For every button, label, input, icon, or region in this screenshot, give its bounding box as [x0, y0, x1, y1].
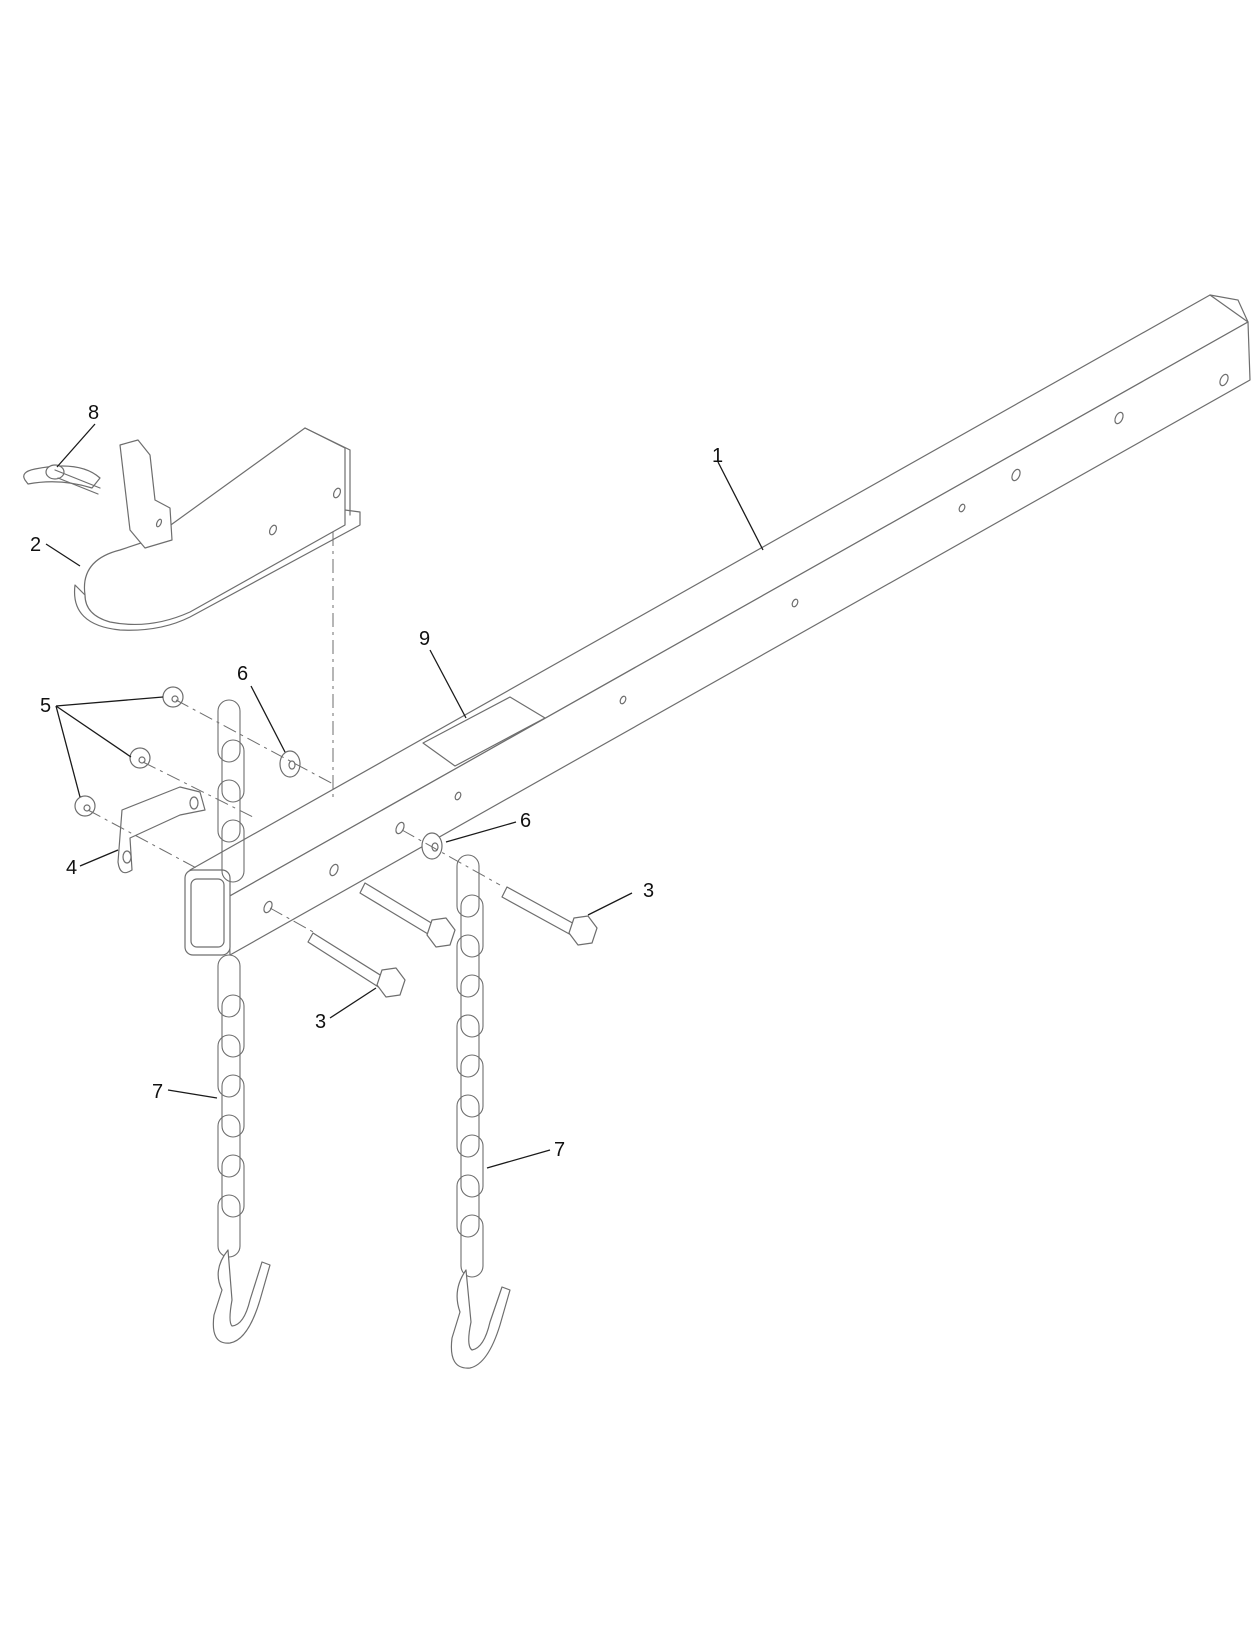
decal-part [422, 696, 546, 767]
callout-8: 8 [88, 402, 99, 424]
callout-6a: 6 [237, 663, 248, 685]
safety-chain-left-part [212, 699, 271, 1344]
hitch-coupler-part [73, 427, 361, 631]
callout-9: 9 [419, 628, 430, 650]
assembly-centerlines [87, 532, 501, 934]
callout-labels: 1 2 3 3 4 5 6 6 7 7 8 9 [30, 402, 723, 1161]
callout-3a: 3 [643, 880, 654, 902]
leader-lines [45, 423, 764, 1169]
lynch-pin-part [23, 464, 101, 495]
tongue-tube-part [184, 294, 1251, 956]
callout-7a: 7 [152, 1081, 163, 1103]
washers-part [279, 750, 443, 860]
callout-4: 4 [66, 857, 77, 879]
callout-3b: 3 [315, 1011, 326, 1033]
callout-6b: 6 [520, 810, 531, 832]
bracket-part [117, 786, 206, 874]
callout-5: 5 [40, 695, 51, 717]
bolts-part [307, 882, 598, 998]
callout-2: 2 [30, 534, 41, 556]
safety-chain-right-part [450, 854, 511, 1369]
callout-1: 1 [712, 445, 723, 467]
callout-7b: 7 [554, 1139, 565, 1161]
